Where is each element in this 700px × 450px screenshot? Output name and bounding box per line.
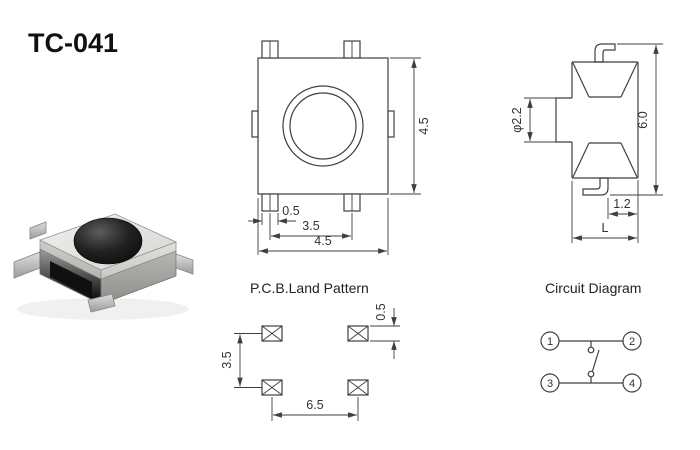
circuit-terminal-3: 3 [540,373,560,393]
side-dim-total-height: 6.0 [610,43,663,196]
switch-lead-back [29,221,47,240]
switch-lead-front [87,293,116,313]
dim-top-pin-pitch: 3.5 [302,219,319,233]
top-view-dim-bottom: 0.5 3.5 4.5 [248,198,389,255]
switch-lead-right [175,253,194,275]
side-view: φ2.2 6.0 1.2 L [510,43,663,243]
side-dim-length: L [571,181,637,243]
dim-top-height: 4.5 [417,117,431,134]
switch-button [73,217,143,265]
top-view-pins [251,40,395,212]
pcb-dim-pad-height: 0.5 [370,303,400,359]
dim-pcb-col-pitch: 6.5 [306,398,323,412]
side-lead-bottom [582,177,609,196]
dim-top-width: 4.5 [314,234,331,248]
pcb-dim-row-pitch: 3.5 [220,333,262,388]
terminal-number: 2 [629,336,635,348]
circuit-diagram: Circuit Diagram 1 2 3 4 [540,280,642,393]
side-dim-stem: φ2.2 [510,97,556,143]
dim-side-stem-diameter: φ2.2 [510,107,524,133]
circuit-terminal-2: 2 [622,331,642,351]
dim-side-lead-offset: 1.2 [613,197,630,211]
dim-pcb-row-pitch: 3.5 [220,351,234,368]
side-view-body [555,61,639,179]
circuit-label: Circuit Diagram [545,280,641,296]
terminal-number: 4 [629,378,635,390]
top-view: 4.5 0.5 3.5 4.5 [248,40,431,255]
terminal-number: 1 [547,336,553,348]
side-dim-lead-offset: 1.2 [607,180,639,243]
top-view-body [257,57,389,195]
top-view-button-outer [282,85,364,167]
switch-lead-left [13,251,41,279]
pcb-dim-col-pitch: 6.5 [271,397,359,421]
pcb-pads [261,325,369,396]
side-lead-top [594,43,616,63]
circuit-terminal-4: 4 [622,373,642,393]
dim-pcb-pad-height: 0.5 [374,303,388,320]
page-title: TC-041 [28,28,118,58]
dim-side-length: L [602,221,609,235]
circuit-switch-symbol [587,341,600,383]
switch-window [50,261,92,298]
pcb-land-pattern: P.C.B.Land Pattern 0.5 3.5 [220,280,400,421]
circuit-terminal-1: 1 [540,331,560,351]
pcb-pattern-label: P.C.B.Land Pattern [250,280,369,296]
top-view-dim-height: 4.5 [390,57,431,195]
dim-side-total-height: 6.0 [636,111,650,128]
terminal-number: 3 [547,378,553,390]
top-view-button-inner [289,92,357,160]
product-photo [13,213,194,320]
dim-top-pin-width: 0.5 [282,204,299,218]
